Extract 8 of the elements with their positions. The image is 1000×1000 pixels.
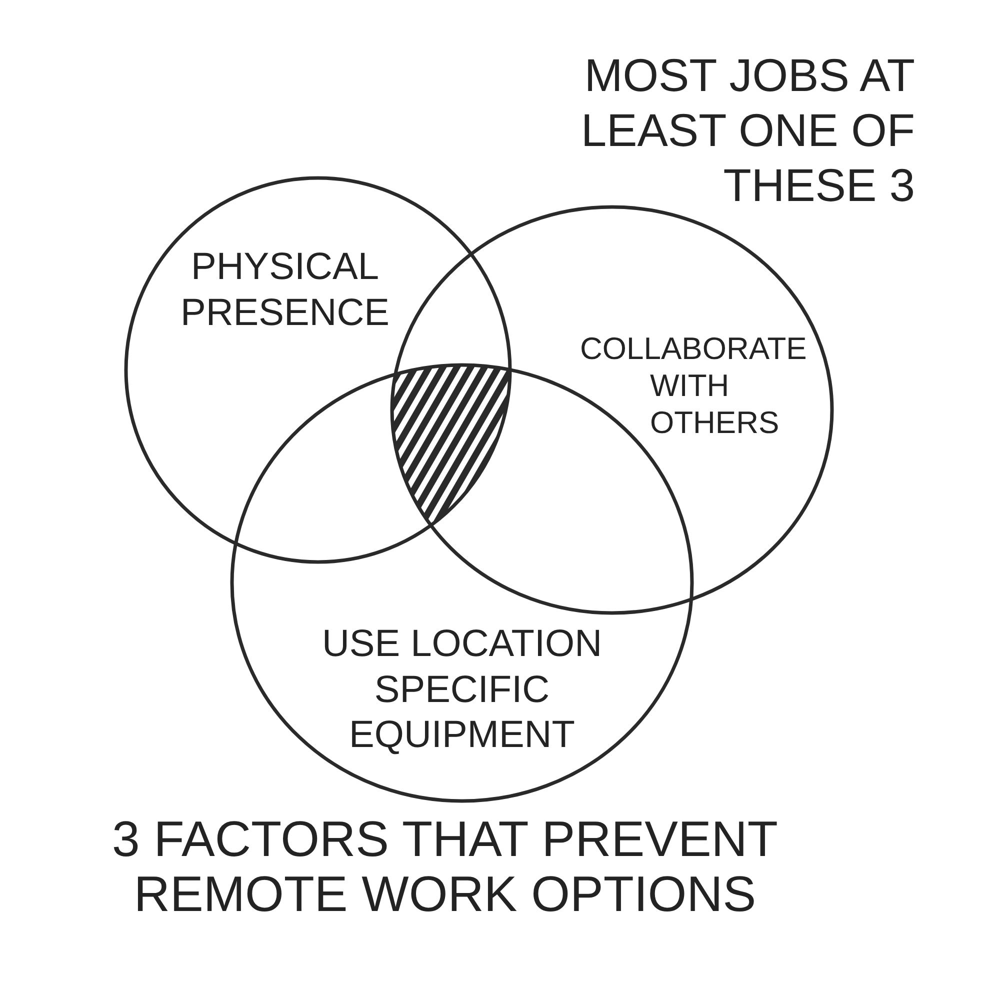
- diagram-caption: 3 FACTORS THAT PREVENT REMOTE WORK OPTIONS: [111, 812, 779, 922]
- hatched-intersection: [392, 365, 510, 524]
- annotation-note: MOST JOBS AT LEAST ONE OF THESE 3: [580, 48, 915, 214]
- circle-label: PHYSICAL PRESENCE: [179, 245, 391, 336]
- venn-circle: [123, 175, 513, 565]
- circle-label: COLLABORATE WITH OTHERS: [580, 330, 808, 442]
- venn-circle: [389, 204, 835, 616]
- circle-label: USE LOCATION SPECIFIC EQUIPMENT: [320, 622, 604, 758]
